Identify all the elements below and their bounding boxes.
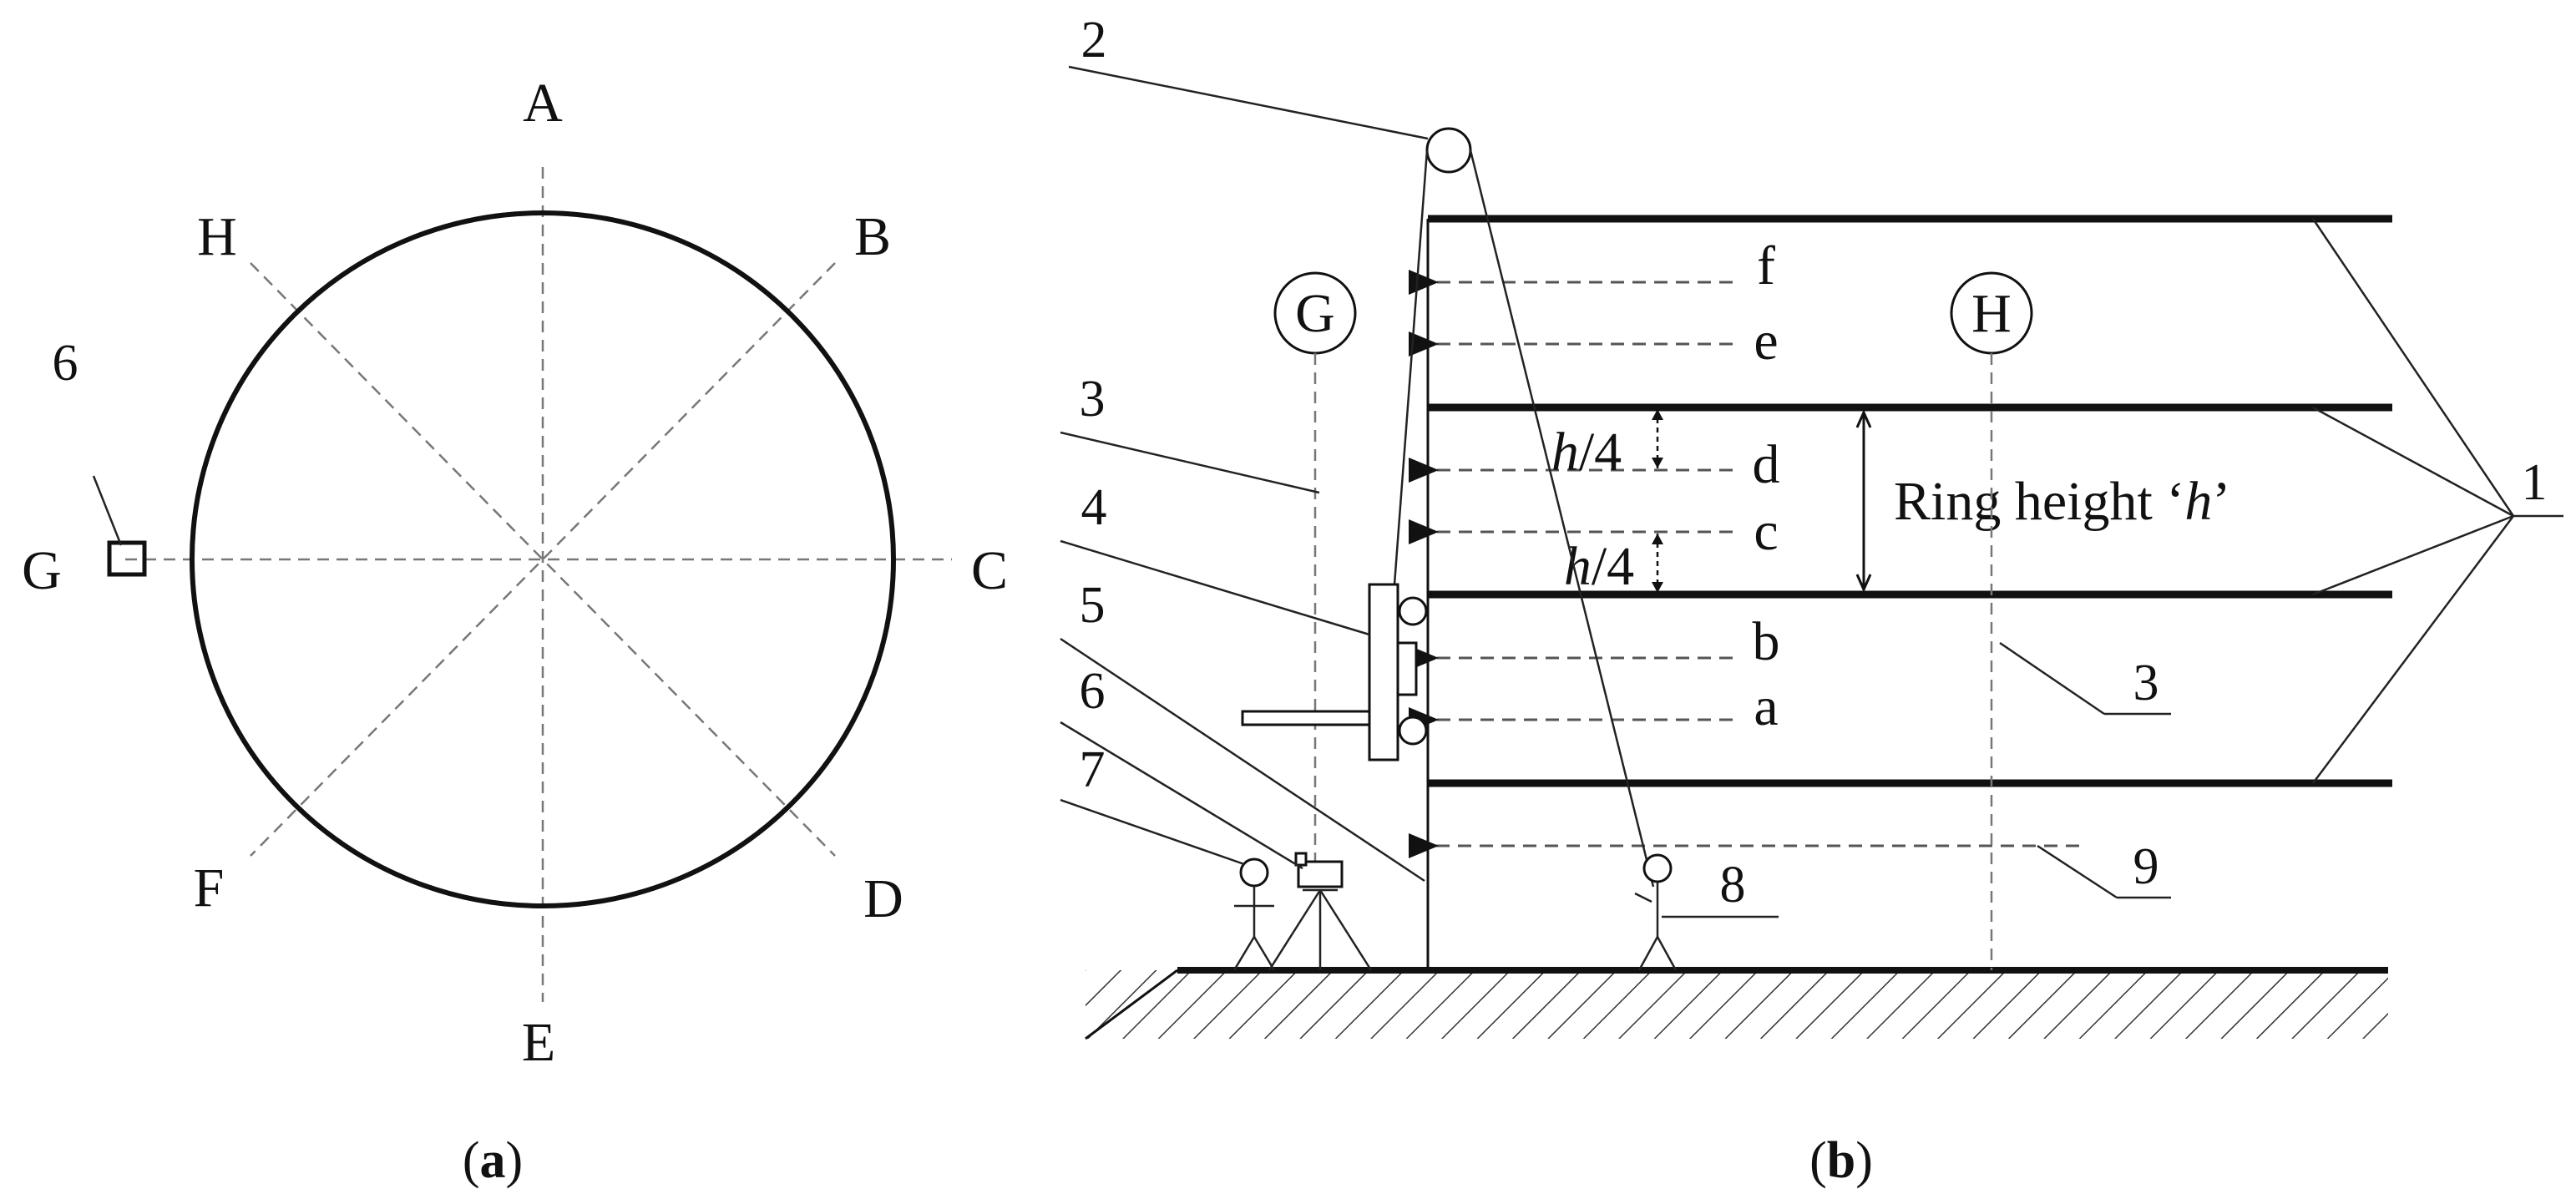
callout-8: 8 [1720, 857, 1746, 913]
point-label-e: E [522, 1012, 555, 1073]
caption-a: (a) [463, 1132, 523, 1189]
level-label-f: f [1757, 235, 1775, 296]
point-label-c: C [971, 540, 1008, 601]
level-label-c: c [1754, 501, 1778, 562]
point-label-a: A [523, 73, 563, 134]
panel-b: f e d c b a h/4 h/4 Ring height ‘h’ G [1060, 12, 2563, 1189]
callout-7: 7 [1080, 741, 1106, 798]
theodolite-icon [1268, 852, 1373, 971]
ring-height-label: Ring height ‘h’ [1894, 471, 2230, 532]
callout-1: 1 [2522, 454, 2548, 511]
point-label-d: D [863, 868, 903, 929]
ground-slope [1085, 969, 1178, 1040]
point-label-f: F [194, 858, 225, 918]
level-arrows [1409, 270, 2079, 858]
callout-9: 9 [2133, 838, 2159, 895]
rope [1393, 149, 1655, 888]
theodolite-position-marker [107, 540, 147, 577]
point-label-b: B [854, 206, 891, 267]
pulley-icon [1425, 127, 1472, 174]
measuring-carriage [1241, 583, 1428, 761]
column-label-g: G [1295, 283, 1335, 344]
callout-6-b: 6 [1080, 663, 1106, 720]
ground-hatch [1086, 970, 2388, 1039]
leader-1-lines [2311, 218, 2563, 784]
column-label-h: H [1971, 283, 2012, 344]
quarter-height-label-lower: h/4 [1564, 536, 1634, 597]
callout-3-left: 3 [1080, 371, 1106, 427]
point-label-h: H [197, 206, 237, 267]
caption-b: (b) [1809, 1132, 1873, 1189]
callout-5: 5 [1080, 577, 1106, 634]
observer-icon [1232, 858, 1276, 971]
operator-icon [1634, 853, 1678, 971]
callout-4: 4 [1081, 479, 1107, 536]
ring-height-dimension [1855, 409, 1872, 593]
callout-2: 2 [1081, 12, 1107, 68]
level-label-b: b [1753, 611, 1780, 672]
tank-plan-axes [125, 167, 952, 1002]
callout-6-a: 6 [53, 335, 78, 392]
quarter-height-label-upper: h/4 [1551, 422, 1622, 483]
level-label-e: e [1754, 311, 1778, 372]
level-label-d: d [1753, 434, 1780, 495]
panel-a: A B C D E F G H 6 (a) [22, 73, 1008, 1189]
point-label-g: G [22, 540, 62, 601]
callout-leaders [1060, 65, 2171, 918]
tank-plan-circle [190, 210, 896, 908]
callout-3-right: 3 [2133, 655, 2159, 711]
quarter-height-marks [1652, 409, 1663, 593]
leader-6-a [92, 475, 123, 546]
level-label-a: a [1754, 676, 1778, 737]
